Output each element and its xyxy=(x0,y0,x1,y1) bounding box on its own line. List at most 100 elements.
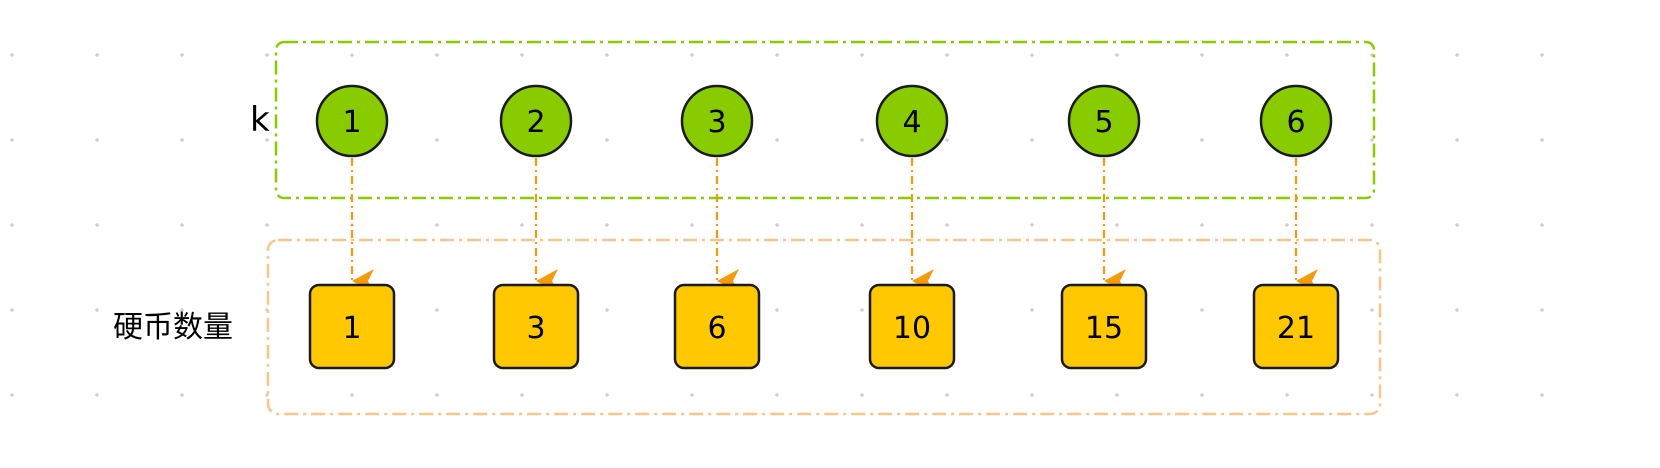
grid-dot xyxy=(1200,53,1204,57)
grid-dot xyxy=(520,223,524,227)
k-row-label: k xyxy=(250,100,270,140)
grid-dot xyxy=(690,393,694,397)
grid-dot xyxy=(10,223,14,227)
grid-dot xyxy=(605,393,609,397)
k-node-2 xyxy=(499,84,573,158)
grid-dot xyxy=(95,393,99,397)
grid-dot xyxy=(265,138,269,142)
grid-dot xyxy=(265,53,269,57)
grid-dot xyxy=(1200,223,1204,227)
grid-dot xyxy=(180,138,184,142)
coin-box-label: 3 xyxy=(526,311,545,346)
grid-dot xyxy=(1540,138,1544,142)
grid-dot xyxy=(95,138,99,142)
grid-dot xyxy=(180,393,184,397)
grid-dot xyxy=(690,53,694,57)
grid-dot xyxy=(860,53,864,57)
grid-dot xyxy=(1200,308,1204,312)
grid-dot xyxy=(520,393,524,397)
coin-box-5 xyxy=(1060,283,1148,370)
grid-dot xyxy=(435,393,439,397)
grid-dot xyxy=(945,393,949,397)
grid-dot xyxy=(350,53,354,57)
grid-dot xyxy=(265,223,269,227)
coin-nodes: 1 3 6 10 15 21 xyxy=(308,283,1340,370)
grid-dot xyxy=(775,308,779,312)
grid-dot xyxy=(1115,53,1119,57)
grid-dot xyxy=(1455,138,1459,142)
k-node-label: 4 xyxy=(902,105,921,140)
grid-dot xyxy=(1455,308,1459,312)
grid-dot xyxy=(605,138,609,142)
grid-dot xyxy=(180,308,184,312)
grid-dot xyxy=(1200,393,1204,397)
grid-dot xyxy=(1455,53,1459,57)
coin-box-4 xyxy=(868,283,956,370)
coins-row-label: 硬币数量 xyxy=(113,310,233,345)
grid-dot xyxy=(945,53,949,57)
coin-box-6 xyxy=(1252,283,1340,370)
coin-box-label: 10 xyxy=(893,311,931,346)
grid-dot xyxy=(1030,308,1034,312)
grid-dot xyxy=(350,393,354,397)
k-node-label: 5 xyxy=(1094,105,1113,140)
coin-box-label: 15 xyxy=(1085,311,1123,346)
arrows xyxy=(350,158,1318,293)
grid-dot xyxy=(10,393,14,397)
grid-dot xyxy=(1455,223,1459,227)
k-node-5 xyxy=(1067,84,1141,158)
grid-dot xyxy=(860,308,864,312)
grid-dot xyxy=(520,53,524,57)
coin-group-frame xyxy=(266,238,1382,416)
grid-dot xyxy=(1115,223,1119,227)
grid-dot xyxy=(945,223,949,227)
grid-dot xyxy=(945,138,949,142)
coin-box-label: 6 xyxy=(707,311,726,346)
grid-dot xyxy=(10,308,14,312)
grid-dot xyxy=(860,138,864,142)
grid-dot xyxy=(1455,393,1459,397)
grid-dot xyxy=(1540,393,1544,397)
grid-dot xyxy=(1540,223,1544,227)
grid-dot xyxy=(10,53,14,57)
coin-box-label: 1 xyxy=(342,311,361,346)
grid-dot xyxy=(435,308,439,312)
k-node-label: 3 xyxy=(707,105,726,140)
coin-box-3 xyxy=(673,283,761,370)
grid-dot xyxy=(1370,138,1374,142)
grid-dot xyxy=(1285,53,1289,57)
k-node-4 xyxy=(875,84,949,158)
k-node-1 xyxy=(315,84,389,158)
grid-dot xyxy=(1370,223,1374,227)
grid-dot xyxy=(1030,223,1034,227)
grid-dot xyxy=(1370,393,1374,397)
grid-dot xyxy=(1285,223,1289,227)
grid-dot xyxy=(435,53,439,57)
grid-dot xyxy=(690,223,694,227)
grid-dot xyxy=(1370,308,1374,312)
grid-dot xyxy=(1285,393,1289,397)
coin-box-label: 21 xyxy=(1277,311,1315,346)
grid-dot xyxy=(775,393,779,397)
grid-dot xyxy=(95,223,99,227)
k-group-frame xyxy=(274,40,1376,200)
grid-dot xyxy=(775,138,779,142)
grid-dot xyxy=(1030,393,1034,397)
grid-dot xyxy=(435,223,439,227)
grid-dot xyxy=(180,223,184,227)
grid-dot xyxy=(435,138,439,142)
grid-dot xyxy=(180,53,184,57)
grid-dot xyxy=(95,53,99,57)
grid-dot xyxy=(605,53,609,57)
grid-dot xyxy=(775,223,779,227)
grid-dot xyxy=(1030,53,1034,57)
k-node-label: 1 xyxy=(342,105,361,140)
coin-box-1 xyxy=(308,283,396,370)
grid-dot xyxy=(1540,308,1544,312)
k-node-6 xyxy=(1259,84,1333,158)
grid-dot xyxy=(860,393,864,397)
grid-dot xyxy=(775,53,779,57)
